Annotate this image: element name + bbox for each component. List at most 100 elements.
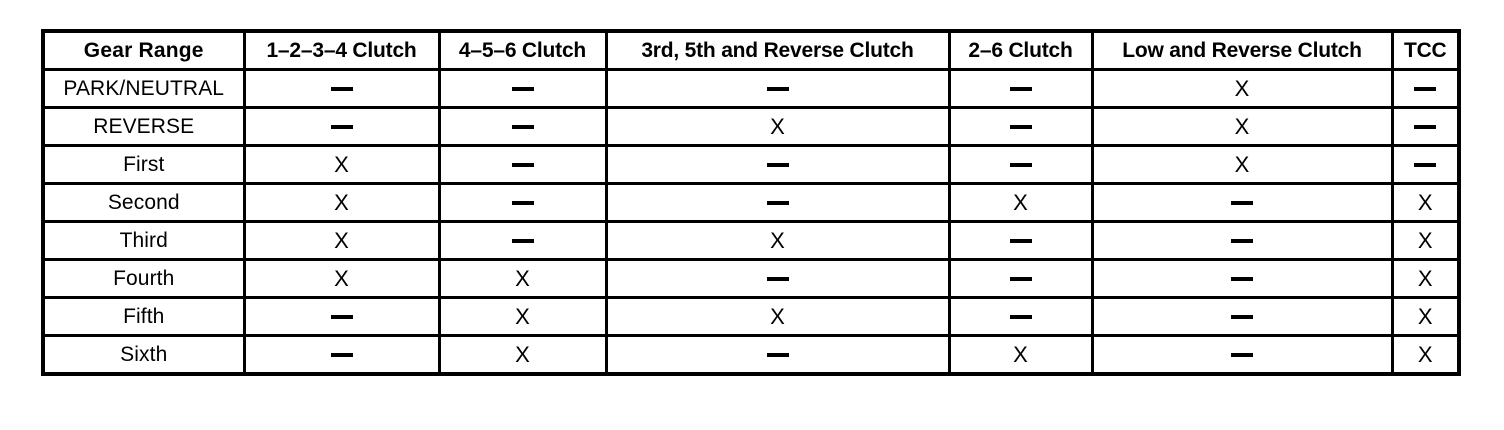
clutch-not-applied-cell: [604, 144, 951, 185]
clutch-not-applied-cell: [947, 258, 1094, 299]
clutch-application-table: Gear Range 1–2–3–4 Clutch 4–5–6 Clutch 3…: [41, 29, 1461, 376]
clutch-not-applied-cell: [947, 68, 1094, 109]
dash-icon: [511, 200, 534, 205]
gear-range-cell: Fifth: [41, 296, 246, 337]
dash-icon: [511, 162, 534, 167]
dash-icon: [1231, 276, 1253, 281]
clutch-applied-cell: X: [604, 106, 951, 147]
gear-range-cell: First: [41, 144, 246, 185]
clutch-not-applied-cell: [242, 68, 441, 109]
dash-icon: [1009, 162, 1032, 167]
table-header: Gear Range 1–2–3–4 Clutch 4–5–6 Clutch 3…: [41, 29, 1461, 71]
clutch-not-applied-cell: [1390, 106, 1461, 147]
dash-icon: [766, 162, 789, 167]
clutch-not-applied-cell: [947, 296, 1094, 337]
clutch-not-applied-cell: [604, 68, 951, 109]
clutch-applied-cell: X: [1090, 68, 1394, 109]
clutch-applied-cell: X: [1090, 144, 1394, 185]
clutch-applied-cell: X: [1390, 334, 1461, 376]
clutch-applied-cell: X: [1090, 106, 1394, 147]
table-row: REVERSE X X: [41, 106, 1461, 147]
dash-icon: [1009, 124, 1032, 129]
clutch-applied-cell: X: [437, 334, 608, 376]
clutch-applied-cell: X: [242, 220, 441, 261]
clutch-not-applied-cell: [1090, 258, 1394, 299]
gear-range-cell: REVERSE: [41, 106, 246, 147]
dash-icon: [1231, 200, 1253, 205]
clutch-not-applied-cell: [242, 334, 441, 376]
column-header-4-5-6-clutch: 4–5–6 Clutch: [437, 29, 608, 71]
clutch-not-applied-cell: [437, 220, 608, 261]
dash-icon: [1414, 162, 1437, 167]
clutch-applied-cell: X: [947, 334, 1094, 376]
dash-icon: [1009, 276, 1032, 281]
column-header-2-6-clutch: 2–6 Clutch: [947, 29, 1094, 71]
dash-icon: [330, 314, 353, 319]
clutch-applied-cell: X: [242, 144, 441, 185]
dash-icon: [330, 124, 353, 129]
table-header-row: Gear Range 1–2–3–4 Clutch 4–5–6 Clutch 3…: [41, 29, 1461, 71]
dash-icon: [766, 200, 789, 205]
column-header-low-and-reverse-clutch: Low and Reverse Clutch: [1090, 29, 1394, 71]
dash-icon: [766, 86, 789, 91]
clutch-not-applied-cell: [947, 106, 1094, 147]
clutch-not-applied-cell: [437, 182, 608, 223]
dash-icon: [511, 124, 534, 129]
dash-icon: [766, 352, 789, 357]
dash-icon: [1414, 124, 1437, 129]
clutch-not-applied-cell: [1090, 334, 1394, 376]
clutch-applied-cell: X: [604, 220, 951, 261]
clutch-applied-cell: X: [1390, 220, 1461, 261]
clutch-not-applied-cell: [1390, 144, 1461, 185]
clutch-not-applied-cell: [437, 68, 608, 109]
clutch-not-applied-cell: [1090, 296, 1394, 337]
clutch-applied-cell: X: [1390, 182, 1461, 223]
gear-range-cell: Third: [41, 220, 246, 261]
clutch-applied-cell: X: [1390, 258, 1461, 299]
clutch-not-applied-cell: [437, 144, 608, 185]
gear-range-cell: PARK/NEUTRAL: [41, 68, 246, 109]
column-header-gear-range: Gear Range: [41, 29, 246, 71]
clutch-applied-cell: X: [604, 296, 951, 337]
clutch-applied-cell: X: [1390, 296, 1461, 337]
gear-range-cell: Fourth: [41, 258, 246, 299]
dash-icon: [1414, 86, 1437, 91]
dash-icon: [1231, 314, 1253, 319]
clutch-not-applied-cell: [1090, 182, 1394, 223]
table-row: PARK/NEUTRAL X: [41, 68, 1461, 109]
dash-icon: [511, 86, 534, 91]
clutch-not-applied-cell: [947, 144, 1094, 185]
dash-icon: [1009, 314, 1032, 319]
clutch-not-applied-cell: [604, 182, 951, 223]
dash-icon: [1009, 86, 1032, 91]
clutch-applied-cell: X: [437, 296, 608, 337]
clutch-applied-cell: X: [947, 182, 1094, 223]
dash-icon: [1231, 238, 1253, 243]
column-header-tcc: TCC: [1390, 29, 1461, 71]
dash-icon: [1231, 352, 1253, 357]
table-row: Sixth X X X: [41, 334, 1461, 376]
column-header-1-2-3-4-clutch: 1–2–3–4 Clutch: [242, 29, 441, 71]
clutch-not-applied-cell: [437, 106, 608, 147]
clutch-not-applied-cell: [242, 296, 441, 337]
gear-range-cell: Sixth: [41, 334, 246, 376]
dash-icon: [330, 86, 353, 91]
clutch-applied-cell: X: [242, 182, 441, 223]
clutch-applied-cell: X: [437, 258, 608, 299]
clutch-not-applied-cell: [1090, 220, 1394, 261]
dash-icon: [511, 238, 534, 243]
clutch-not-applied-cell: [242, 106, 441, 147]
clutch-not-applied-cell: [1390, 68, 1461, 109]
clutch-not-applied-cell: [604, 258, 951, 299]
clutch-not-applied-cell: [604, 334, 951, 376]
dash-icon: [1009, 238, 1032, 243]
clutch-not-applied-cell: [947, 220, 1094, 261]
gear-range-cell: Second: [41, 182, 246, 223]
dash-icon: [330, 352, 353, 357]
